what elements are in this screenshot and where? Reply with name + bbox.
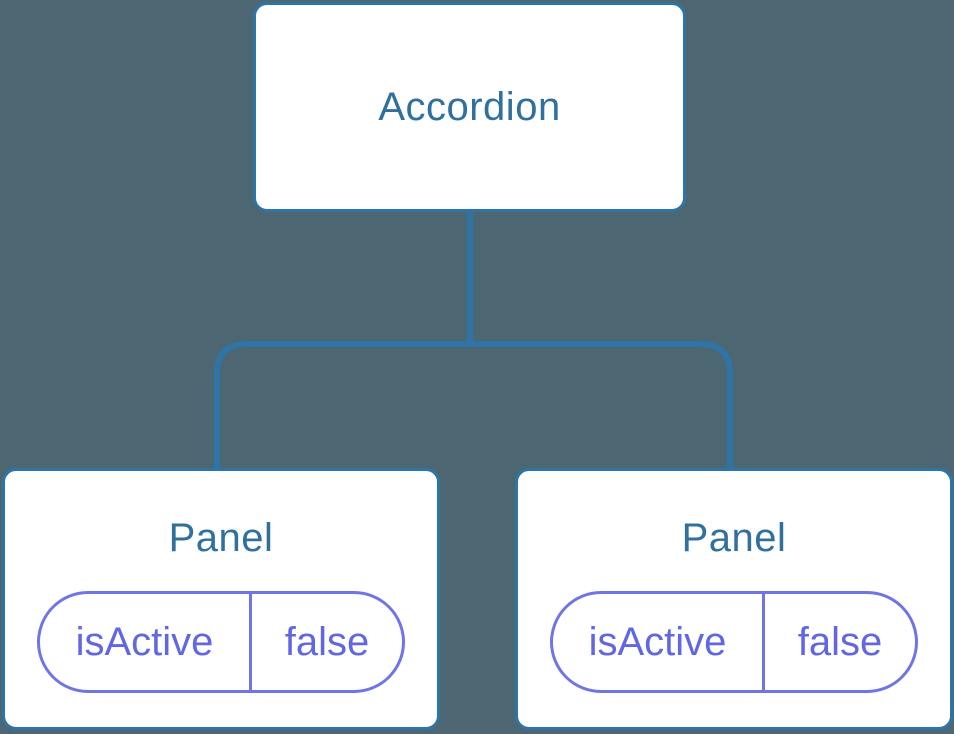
prop-pill: isActive false (37, 591, 405, 693)
prop-value: false (797, 620, 883, 664)
connector-branch (214, 341, 733, 470)
prop-name: isActive (553, 594, 765, 690)
accordion-node-label: Accordion (378, 85, 561, 129)
component-node-panel-right: Panel isActive false (515, 468, 953, 730)
component-node-accordion: Accordion (253, 2, 686, 212)
component-node-panel-left: Panel isActive false (2, 468, 440, 730)
prop-name: isActive (40, 594, 252, 690)
panel-node-label: Panel (168, 516, 274, 560)
prop-pill: isActive false (550, 591, 918, 693)
panel-node-label: Panel (681, 516, 787, 560)
prop-value: false (284, 620, 370, 664)
